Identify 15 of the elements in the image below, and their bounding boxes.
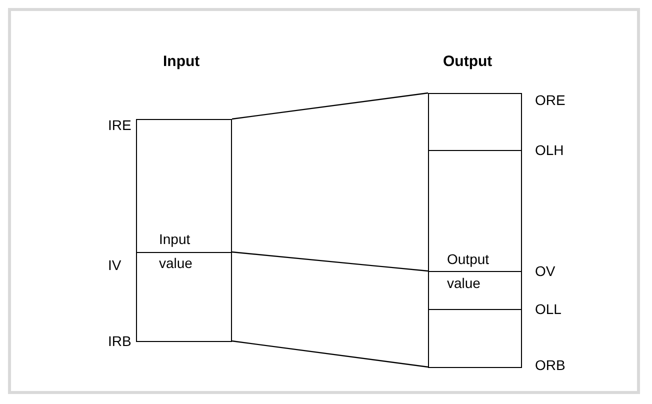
column-heading: Output	[443, 53, 492, 70]
range-label: OLH	[535, 142, 564, 158]
projection-line	[232, 340, 428, 368]
range-label: OV	[535, 263, 556, 279]
range-label: OLL	[535, 301, 562, 317]
projection-line	[232, 251, 428, 272]
range-label: ORB	[535, 357, 566, 373]
projection-line	[232, 92, 428, 120]
range-label: IV	[108, 257, 122, 273]
value-label: Output value	[447, 250, 490, 293]
column-heading: Input	[163, 53, 200, 70]
range-label: ORE	[535, 92, 566, 108]
value-label: Input value	[159, 230, 194, 273]
range-label: IRE	[108, 117, 132, 133]
range-label: IRB	[108, 333, 132, 349]
